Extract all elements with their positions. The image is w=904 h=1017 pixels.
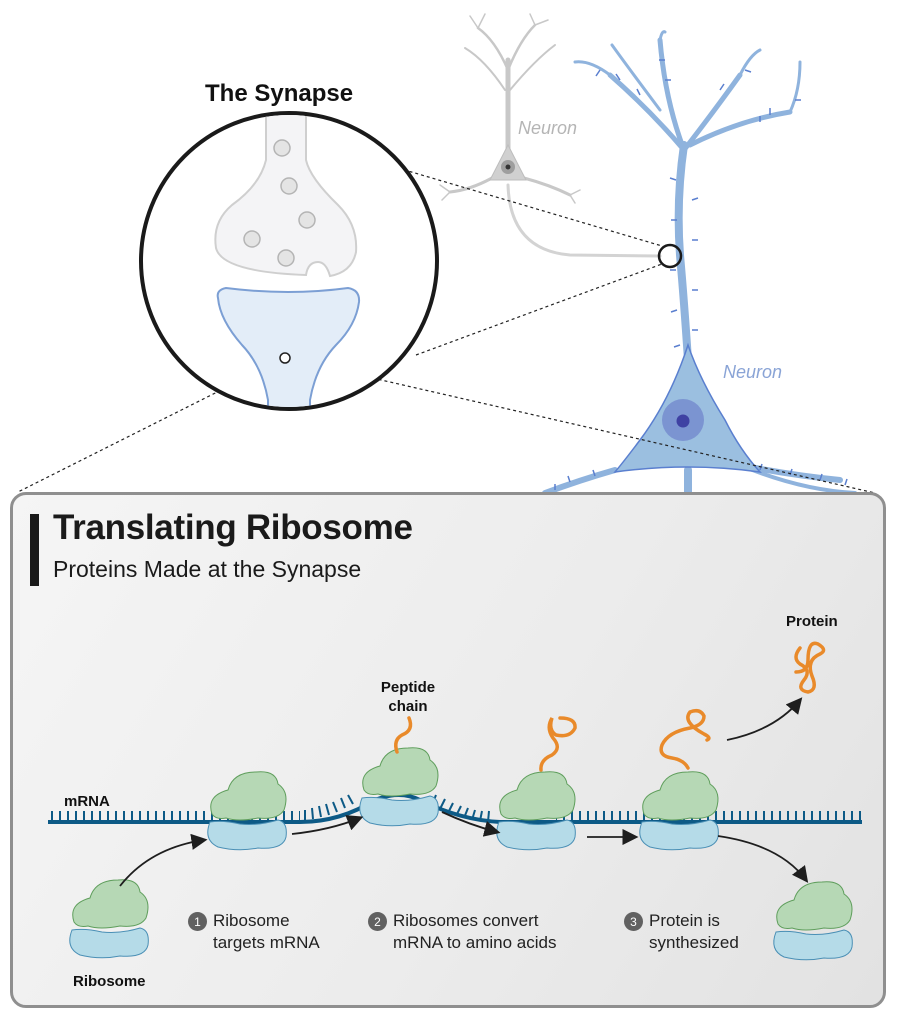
panel-subtitle: Proteins Made at the Synapse — [53, 556, 362, 582]
step-2-badge: 2 — [368, 912, 387, 931]
presynaptic-neuron-label: Neuron — [518, 118, 578, 138]
protein-label: Protein — [786, 613, 838, 630]
translation-panel — [10, 492, 886, 1008]
process-arrows — [119, 697, 809, 887]
zoom-origin-point — [279, 352, 291, 364]
step-1-text: Ribosome targets mRNA — [213, 910, 320, 954]
peptide-chains — [394, 641, 826, 772]
step-3: 3 Protein is synthesized — [624, 910, 739, 954]
peptide-chain-label-line1: Peptide — [380, 679, 436, 696]
step-3-badge: 3 — [624, 912, 643, 931]
step-3-line2: synthesized — [649, 933, 739, 952]
step-1-line2: targets mRNA — [213, 933, 320, 952]
step-1-line1: Ribosome — [213, 911, 290, 930]
ribosome-1 — [207, 771, 287, 851]
panel-title: Translating Ribosome — [53, 508, 413, 547]
step-1-badge: 1 — [188, 912, 207, 931]
step-2: 2 Ribosomes convert mRNA to amino acids — [368, 910, 556, 954]
synapse-magnifier — [139, 111, 439, 411]
step-3-text: Protein is synthesized — [649, 910, 739, 954]
ribosome-label: Ribosome — [73, 973, 146, 990]
step-1: 1 Ribosome targets mRNA — [188, 910, 320, 954]
synapse-focus-ring — [657, 243, 683, 269]
step-2-line2: mRNA to amino acids — [393, 933, 557, 952]
step-3-line1: Protein is — [649, 911, 720, 930]
ribosome-2 — [359, 747, 439, 827]
ribosome-3 — [496, 771, 576, 851]
presynaptic-neuron — [439, 13, 662, 258]
title-accent-bar — [30, 514, 39, 586]
peptide-chain-label-line2: chain — [388, 698, 428, 715]
synaptic-vesicles — [243, 139, 316, 267]
mrna-label: mRNA — [64, 793, 110, 810]
peptide-chain-label: Peptide chain — [368, 678, 448, 716]
ribosome-4 — [639, 771, 719, 851]
postsynaptic-neuron-label: Neuron — [723, 362, 783, 382]
free-ribosome-left — [69, 879, 149, 959]
step-2-line1: Ribosomes convert — [393, 911, 539, 930]
synapse-title: The Synapse — [205, 80, 354, 107]
step-2-text: Ribosomes convert mRNA to amino acids — [393, 910, 556, 954]
free-ribosome-right — [773, 881, 853, 961]
postsynaptic-nucleolus — [676, 414, 690, 428]
